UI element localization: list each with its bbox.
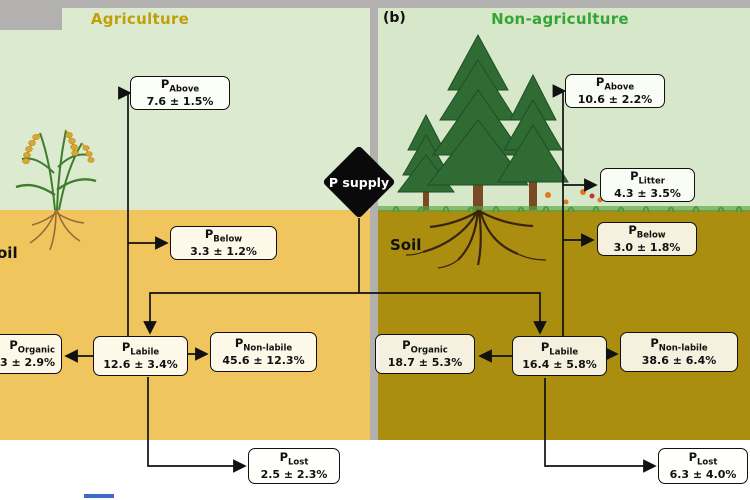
p-symbol: P bbox=[204, 227, 214, 242]
panel-divider bbox=[370, 8, 378, 440]
p-subscript: Above bbox=[169, 84, 200, 95]
p-symbol: P bbox=[628, 223, 637, 238]
p-symbol: P bbox=[121, 340, 131, 355]
top-border bbox=[0, 0, 750, 8]
rice-roots-icon bbox=[29, 209, 85, 251]
p-organic-box-non-agriculture: POrganic 18.7 ± 5.3% bbox=[375, 334, 475, 374]
cropped-corner-patch bbox=[0, 8, 62, 30]
p-value: 12.6 ± 3.4% bbox=[103, 358, 178, 372]
p-organic-box-agriculture: POrganic 2.3 ± 2.9% bbox=[0, 334, 62, 374]
p-value: 7.6 ± 1.5% bbox=[146, 95, 214, 109]
p-subscript: Lost bbox=[288, 457, 309, 468]
p-non-labile-box-agriculture: PNon-labile 45.6 ± 12.3% bbox=[210, 332, 317, 372]
p-subscript: Labile bbox=[130, 347, 160, 358]
p-subscript: Below bbox=[636, 230, 666, 241]
p-non-labile-box-non-agriculture: PNon-labile 38.6 ± 6.4% bbox=[620, 332, 738, 372]
p-symbol: P bbox=[234, 336, 244, 351]
p-value: 2.5 ± 2.3% bbox=[260, 468, 328, 482]
p-lost-box-agriculture: PLost 2.5 ± 2.3% bbox=[248, 448, 340, 484]
p-subscript: Below bbox=[213, 234, 243, 245]
p-lost-box-non-agriculture: PLost 6.3 ± 4.0% bbox=[658, 448, 748, 484]
cropped-bottom-artifact bbox=[84, 494, 114, 498]
p-symbol: P bbox=[540, 340, 550, 355]
p-below-box-non-agriculture: PBelow 3.0 ± 1.8% bbox=[597, 222, 697, 256]
p-symbol: P bbox=[402, 338, 411, 353]
pine-trees-icon bbox=[378, 33, 750, 269]
p-subscript: Organic bbox=[410, 345, 448, 356]
p-value: 6.3 ± 4.0% bbox=[669, 468, 737, 482]
p-symbol: P bbox=[630, 169, 639, 184]
p-subscript: Above bbox=[604, 82, 635, 93]
p-subscript: Organic bbox=[17, 345, 55, 356]
tree-roots-icon bbox=[405, 209, 547, 269]
p-value: 10.6 ± 2.2% bbox=[577, 93, 653, 107]
p-labile-box-non-agriculture: PLabile 16.4 ± 5.8% bbox=[512, 336, 607, 376]
p-value: 16.4 ± 5.8% bbox=[522, 358, 597, 372]
p-subscript: Labile bbox=[549, 347, 579, 358]
p-value: 18.7 ± 5.3% bbox=[387, 356, 463, 370]
p-value: 38.6 ± 6.4% bbox=[641, 354, 717, 368]
p-above-box-agriculture: PAbove 7.6 ± 1.5% bbox=[130, 76, 230, 110]
non-agriculture-panel-title: Non-agriculture bbox=[491, 10, 629, 28]
p-value: 3.3 ± 1.2% bbox=[190, 245, 257, 259]
p-symbol: P bbox=[595, 75, 605, 90]
p-subscript: Non-labile bbox=[658, 343, 708, 354]
p-value: 45.6 ± 12.3% bbox=[222, 354, 305, 368]
p-above-box-non-agriculture: PAbove 10.6 ± 2.2% bbox=[565, 74, 665, 108]
soil-label-non-agriculture: Soil bbox=[390, 236, 422, 254]
p-litter-box-non-agriculture: PLitter 4.3 ± 3.5% bbox=[600, 168, 695, 202]
p-subscript: Lost bbox=[697, 457, 718, 468]
grass-band bbox=[378, 206, 750, 212]
p-subscript: Non-labile bbox=[243, 343, 293, 354]
p-below-box-agriculture: PBelow 3.3 ± 1.2% bbox=[170, 226, 277, 260]
panel-b-tag: (b) bbox=[383, 10, 406, 26]
agriculture-panel-title: Agriculture bbox=[90, 10, 190, 28]
p-value: 2.3 ± 2.9% bbox=[0, 356, 55, 370]
p-value: 4.3 ± 3.5% bbox=[614, 187, 681, 201]
p-symbol: P bbox=[9, 338, 18, 353]
p-subscript: Litter bbox=[638, 176, 665, 187]
p-supply-label: P supply bbox=[328, 175, 390, 190]
p-labile-box-agriculture: PLabile 12.6 ± 3.4% bbox=[93, 336, 188, 376]
p-symbol: P bbox=[160, 77, 170, 92]
p-symbol: P bbox=[688, 450, 698, 465]
rice-plant-icon bbox=[15, 129, 97, 251]
p-value: 3.0 ± 1.8% bbox=[613, 241, 681, 255]
p-symbol: P bbox=[650, 336, 659, 351]
p-symbol: P bbox=[279, 450, 289, 465]
soil-label-agriculture-cropped: oil bbox=[0, 244, 18, 262]
